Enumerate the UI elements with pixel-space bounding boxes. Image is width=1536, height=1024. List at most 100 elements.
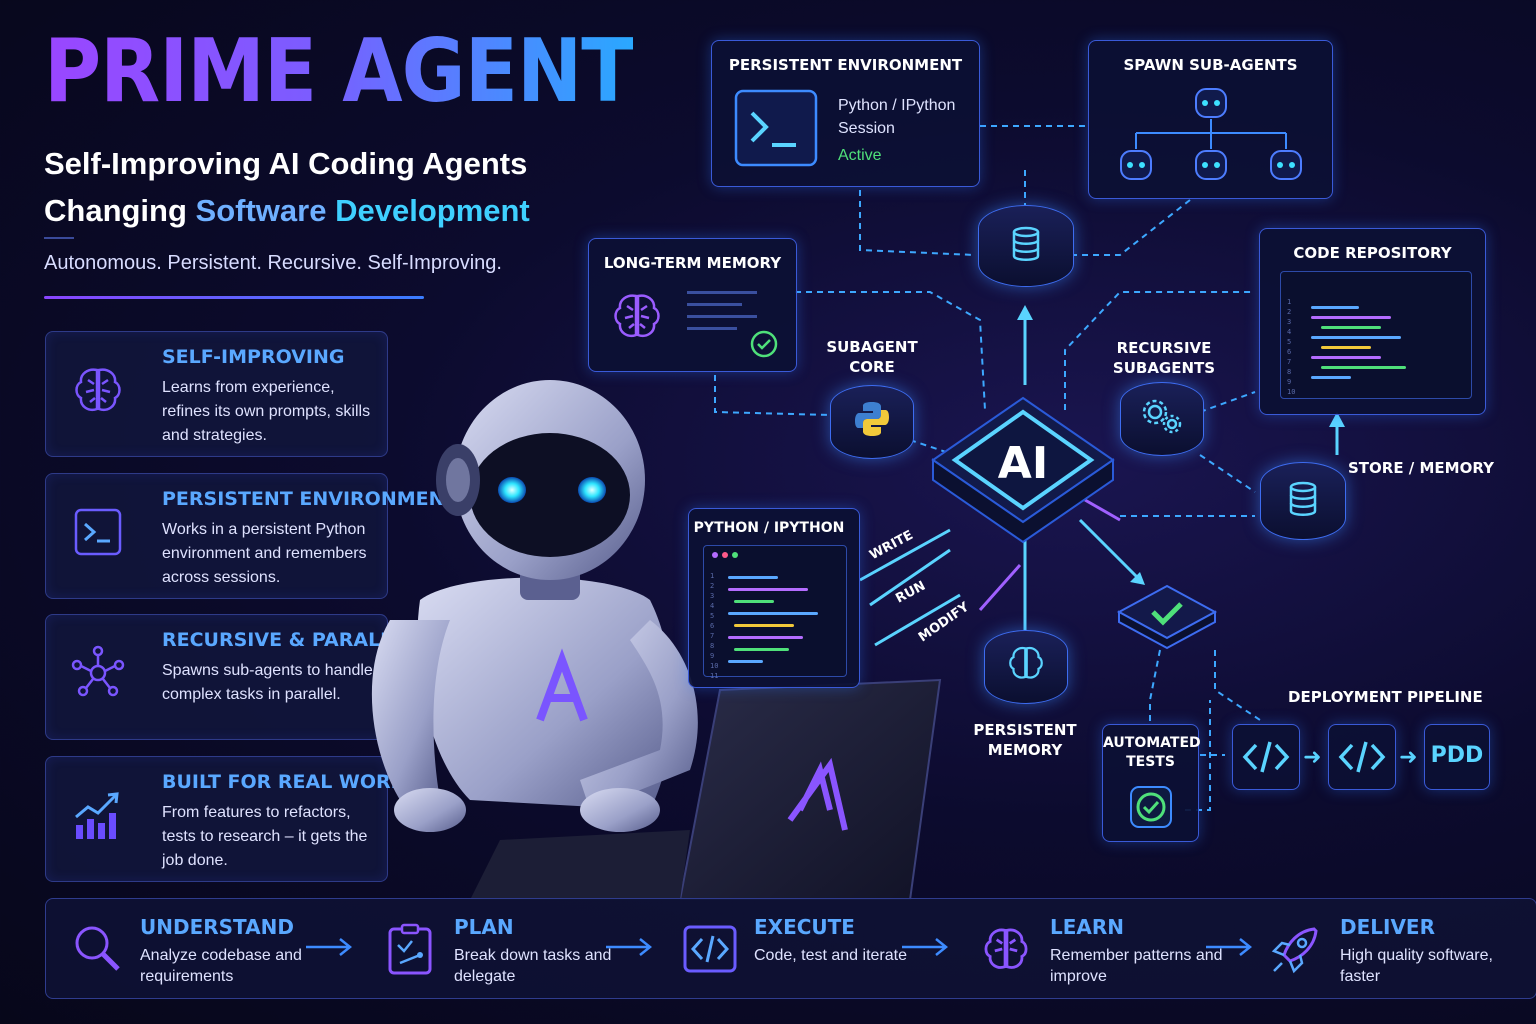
feature-title: BUILT FOR REAL WORK <box>162 771 406 793</box>
code-line <box>1311 356 1381 359</box>
memory-line <box>687 327 737 330</box>
line-number: 1 <box>710 572 715 580</box>
check-box-icon <box>1130 786 1172 828</box>
arrow-right-icon <box>606 938 653 956</box>
label-line: TESTS <box>1126 754 1175 770</box>
node-title: PERSISTENT ENVIRONMENT <box>728 56 963 74</box>
memory-line <box>687 291 757 294</box>
code-line <box>728 576 778 579</box>
check-chip <box>1116 584 1218 650</box>
window-dot <box>712 552 718 558</box>
line-number: 9 <box>710 652 715 660</box>
code-line <box>728 588 808 591</box>
diagram-connectors <box>714 125 1345 811</box>
code-line <box>1311 306 1359 309</box>
feature-body: Spawns sub-agents to handle complex task… <box>162 662 373 703</box>
status-badge: Active <box>838 147 882 164</box>
python-logo-icon <box>855 402 889 436</box>
database-cylinder-top <box>978 205 1074 287</box>
arrow-right-icon: ➜ <box>1303 744 1322 769</box>
code-line <box>1321 366 1406 369</box>
line-number: 7 <box>710 632 715 640</box>
growth-chart-icon <box>75 792 119 839</box>
code-line <box>1311 376 1351 379</box>
divider-short <box>44 237 74 239</box>
sub-agents-tree-icon <box>1120 88 1302 180</box>
code-icon <box>683 925 737 973</box>
ai-core-label: AI <box>997 438 1049 489</box>
label-line: SUBAGENT <box>826 338 918 356</box>
gears-icon <box>1142 399 1182 434</box>
network-icon <box>71 645 125 697</box>
line-number: 4 <box>1287 328 1292 336</box>
feature-body: From features to refactors, tests to res… <box>162 804 368 869</box>
step-title: DELIVER <box>1340 915 1435 939</box>
step-body: Code, test and iterate <box>754 947 907 964</box>
process-bar: UNDERSTAND Analyze codebase and requirem… <box>45 898 1536 999</box>
robot-illustration <box>371 380 942 900</box>
node-spawn-sub-agents: SPAWN SUB-AGENTS <box>1088 40 1333 199</box>
step-title: PLAN <box>454 915 514 939</box>
step-title: LEARN <box>1050 915 1125 939</box>
brain-icon <box>1009 646 1043 679</box>
feature-title: PERSISTENT ENVIRONMENT <box>162 488 458 510</box>
code-line <box>734 624 794 627</box>
subtitle-word-software: Software <box>195 193 327 228</box>
label-recursive-subagents: RECURSIVE SUBAGENTS <box>1110 338 1218 378</box>
label-line: MEMORY <box>987 741 1063 759</box>
check-circle-icon <box>750 330 778 358</box>
line-number: 4 <box>710 602 715 610</box>
code-icon <box>1338 741 1386 773</box>
code-line <box>734 600 774 603</box>
database-icon <box>1012 226 1040 261</box>
code-line <box>1321 326 1381 329</box>
cylinder-subagent-core <box>830 385 914 459</box>
code-line <box>1311 336 1401 339</box>
line-number: 2 <box>710 582 715 590</box>
step-body: Remember patterns and improve <box>1050 947 1223 985</box>
ai-core-chip <box>931 396 1115 544</box>
arrow-right-icon <box>902 938 949 956</box>
brain-icon <box>614 294 660 337</box>
label-line: PERSISTENT <box>973 721 1077 739</box>
node-title: AUTOMATED TESTS <box>1103 734 1201 772</box>
label-store-memory: STORE / MEMORY <box>1348 459 1494 477</box>
label-deployment-pipeline: DEPLOYMENT PIPELINE <box>1288 688 1483 706</box>
step-body: Analyze codebase and requirements <box>140 947 302 985</box>
line-number: 8 <box>1287 368 1292 376</box>
pipeline-stage-build <box>1328 724 1396 790</box>
env-line-2: Session <box>838 120 895 137</box>
feature-card-recursive-parallel: RECURSIVE & PARALLEL Spawns sub-agents t… <box>45 614 417 740</box>
arrow-right-icon: ➜ <box>1399 744 1418 769</box>
code-line <box>1311 316 1391 319</box>
line-number: 9 <box>1287 378 1292 386</box>
terminal-icon <box>74 508 122 556</box>
feature-card-built-for-real-work: BUILT FOR REAL WORK From features to ref… <box>45 756 405 882</box>
code-icon <box>1242 741 1290 773</box>
tagline-underline <box>44 296 424 299</box>
node-title: LONG-TERM MEMORY <box>603 254 782 272</box>
pipeline-stage-code <box>1232 724 1300 790</box>
cylinder-store-memory <box>1260 462 1346 540</box>
label-line: RECURSIVE <box>1116 339 1212 357</box>
line-number: 1 <box>1287 298 1292 306</box>
label-persistent-memory: PERSISTENT MEMORY <box>970 720 1080 760</box>
label-line: SUBAGENTS <box>1112 359 1216 377</box>
line-number: 5 <box>710 612 715 620</box>
line-number: 11 <box>710 672 719 680</box>
tagline: Autonomous. Persistent. Recursive. Self-… <box>44 252 502 274</box>
brain-icon <box>984 928 1028 969</box>
line-number: 3 <box>1287 318 1292 326</box>
brain-icon <box>75 368 121 411</box>
subtitle-line-2: Changing Software Development <box>44 193 530 229</box>
arrow-right-icon <box>1206 938 1253 956</box>
line-number: 8 <box>710 642 715 650</box>
node-title: PYTHON / IPYTHON <box>693 520 845 536</box>
line-number: 10 <box>1287 388 1296 396</box>
feature-body: Learns from experience, refines its own … <box>162 379 371 444</box>
step-title: UNDERSTAND <box>140 915 294 939</box>
line-number: 6 <box>710 622 715 630</box>
feature-title: SELF-IMPROVING <box>162 346 345 368</box>
